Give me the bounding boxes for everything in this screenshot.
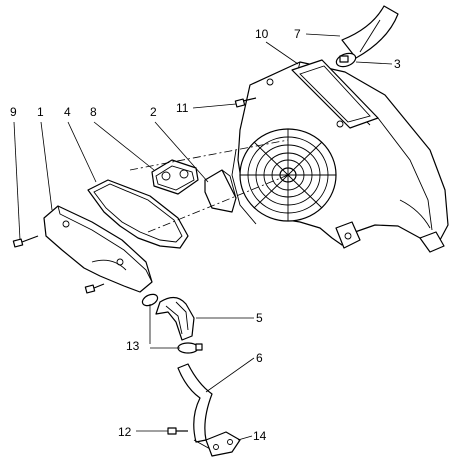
assembly-axis-lines	[129, 139, 289, 233]
seal-gasket	[87, 179, 189, 249]
screw-9-upper	[12, 235, 39, 248]
gasket-plate	[151, 159, 199, 195]
callout-5: 5	[256, 311, 263, 325]
callout-4: 4	[64, 105, 71, 119]
clamp-13-lower	[177, 342, 203, 354]
callout-14: 14	[253, 429, 267, 443]
side-cover	[43, 205, 153, 293]
callout-10: 10	[255, 27, 269, 41]
callout-11: 11	[176, 101, 189, 115]
intake-hose	[341, 5, 399, 59]
screw-11	[234, 97, 257, 108]
callout-9: 9	[10, 105, 17, 119]
callout-8: 8	[90, 105, 97, 119]
clamp-13-upper	[141, 293, 159, 307]
callout-6: 6	[256, 351, 263, 365]
callout-12: 12	[118, 425, 132, 439]
callout-1: 1	[37, 105, 44, 119]
callout-2: 2	[150, 105, 157, 119]
screw-9-lower	[84, 283, 105, 294]
block-off-plate	[204, 169, 237, 213]
callout-13: 13	[126, 339, 140, 353]
callout-3: 3	[394, 57, 401, 71]
leader-lines	[13, 33, 393, 441]
hose-clamp	[335, 52, 357, 68]
flange-gasket	[205, 431, 241, 457]
elbow-fitting	[155, 296, 195, 341]
callout-7: 7	[294, 27, 301, 41]
screw-12	[167, 427, 188, 435]
